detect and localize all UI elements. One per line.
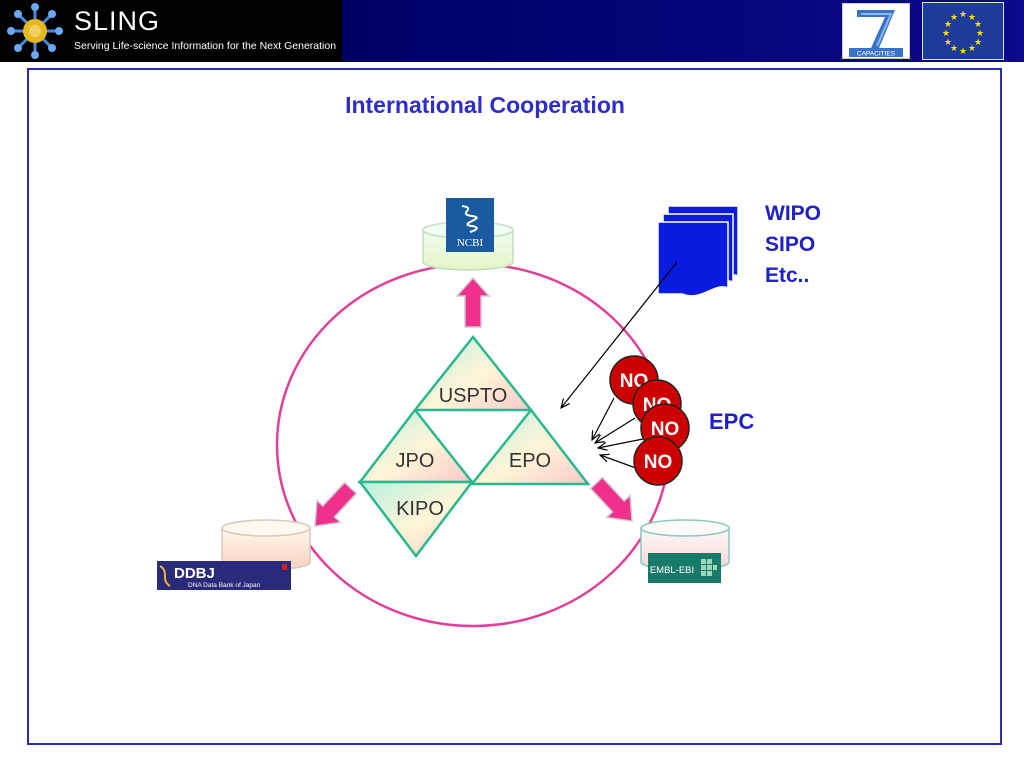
svg-text:★: ★	[944, 20, 952, 30]
embl-ebi-database: EMBL-EBI	[640, 519, 730, 583]
svg-text:★: ★	[950, 44, 958, 54]
dna-helix-icon	[461, 205, 478, 233]
arrow-no-1	[592, 397, 615, 440]
svg-text:★: ★	[950, 13, 958, 23]
svg-text:★: ★	[974, 20, 982, 30]
svg-text:NO: NO	[651, 419, 680, 440]
svg-text:NO: NO	[644, 452, 673, 473]
triangle-epo	[469, 407, 591, 486]
slide-title: International Cooperation	[345, 92, 625, 118]
ncbi-database: NCBI	[422, 198, 514, 271]
other-office-sipo: SIPO	[765, 233, 815, 256]
svg-text:★: ★	[968, 13, 976, 23]
header-bar: SLING Serving Life-science Information f…	[0, 0, 1024, 62]
svg-text:★: ★	[942, 29, 950, 39]
fp7-capacities-logo: CAPACITIES	[842, 3, 910, 59]
no-badge-4: NO	[633, 436, 683, 486]
fp7-seven-icon: CAPACITIES	[849, 10, 903, 58]
brand-tagline: Serving Life-science Information for the…	[74, 40, 337, 52]
svg-text:★: ★	[974, 38, 982, 48]
ddbj-sublabel: DNA Data Bank of Japan	[188, 582, 261, 589]
label-kipo: KIPO	[396, 498, 444, 520]
sling-logo-area: SLING Serving Life-science Information f…	[0, 0, 342, 62]
embl-cube-icon	[701, 559, 717, 576]
pink-arrow-up	[455, 276, 491, 328]
pink-arrow-right	[589, 476, 633, 522]
epc-label: EPC	[709, 409, 754, 434]
capacities-label: CAPACITIES	[857, 51, 896, 58]
arrow-others-to-triangle	[561, 261, 678, 408]
document-stack-icon	[657, 205, 739, 297]
arrow-no-3	[598, 438, 644, 448]
triangle-kipo	[357, 480, 475, 559]
label-uspto: USPTO	[439, 385, 508, 407]
arrow-no-4	[600, 455, 637, 469]
ncbi-label: NCBI	[457, 237, 484, 249]
svg-text:★: ★	[944, 38, 952, 48]
eu-flag: ★★★ ★★★ ★★★ ★★★	[922, 2, 1004, 60]
svg-text:★: ★	[976, 29, 984, 39]
pink-arrow-left	[314, 481, 358, 527]
other-office-wipo: WIPO	[765, 202, 821, 225]
label-epo: EPO	[509, 450, 551, 472]
svg-text:★: ★	[968, 44, 976, 54]
ddbj-database: DDBJ DNA Data Bank of Japan	[157, 519, 311, 590]
triangle-uspto	[412, 334, 534, 412]
embl-label: EMBL-EBI	[650, 565, 694, 576]
ddbj-label: DDBJ	[174, 565, 215, 582]
other-office-etc: Etc..	[765, 264, 809, 287]
patent-office-triangles	[357, 334, 591, 559]
arrow-no-2	[595, 417, 636, 443]
slide-frame	[27, 68, 1002, 745]
sling-molecule-icon	[7, 3, 63, 59]
svg-text:★: ★	[959, 10, 967, 20]
label-jpo: JPO	[396, 450, 435, 472]
ddbj-helix-icon	[159, 565, 171, 587]
eu-stars-icon: ★★★ ★★★ ★★★ ★★★	[942, 10, 984, 57]
svg-text:★: ★	[959, 47, 967, 57]
brand-name: SLING	[74, 6, 161, 36]
